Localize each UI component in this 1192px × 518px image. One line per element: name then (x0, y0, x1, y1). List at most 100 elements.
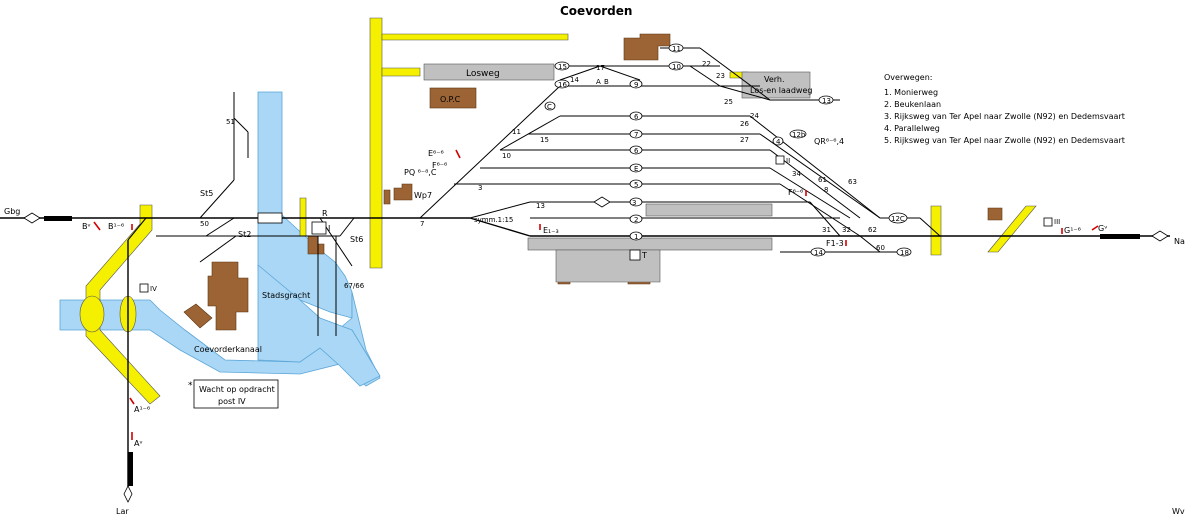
switch-23: 23 (716, 72, 725, 80)
post-st6: St6 (350, 235, 363, 244)
legend-item-3: 3. Rijksweg van Ter Apel naar Zwolle (N9… (884, 112, 1125, 121)
track-12b-label: 12b (792, 131, 806, 139)
verh-label-1: Verh. (764, 75, 785, 84)
crossing-markers (23, 196, 1169, 503)
track-13-label: 13 (822, 97, 831, 105)
signal-g-main: G¹⁻⁶ (1064, 226, 1081, 235)
canal-bridge (257, 212, 283, 224)
signal-f-low: F1-3 (826, 239, 844, 248)
level-crossings-legend: Overwegen: 1. Monierweg 2. Beukenlaan 3.… (884, 73, 1125, 145)
signal-g-far: Gᵛ (1098, 224, 1108, 233)
canal-water (59, 91, 381, 387)
post-t-box (629, 249, 641, 261)
switch-61: 61 (818, 176, 827, 184)
switch-22: 22 (702, 60, 711, 68)
post-i-label: I (328, 224, 330, 233)
post-r-label: R (322, 209, 328, 218)
signal-b-top: Bᵛ (82, 222, 91, 231)
switch-50: 50 (200, 220, 209, 228)
switch-51: 51 (226, 118, 235, 126)
switch-63: 63 (848, 178, 857, 186)
track-11-label: 11 (672, 45, 681, 53)
switch-32: 32 (842, 226, 851, 234)
note-box: * Wacht op opdracht post IV (188, 379, 279, 409)
post-iii-box (1043, 217, 1053, 227)
switch-3: 3 (478, 184, 482, 192)
lar-label: Lar (116, 507, 129, 516)
legend-item-4: 4. Parallelweg (884, 124, 940, 133)
verh-label-2: Los-en laadweg (750, 86, 812, 95)
post-iii-label: III (1054, 218, 1060, 226)
switch-17: 17 (596, 64, 605, 72)
track-3-label: 3 (632, 199, 636, 207)
diagram-title: Coevorden (560, 4, 632, 18)
roads (79, 17, 1037, 405)
post-ii-box (775, 155, 785, 165)
signal-e-low: E₁₋₃ (543, 226, 559, 235)
switch-8: 8 (824, 186, 828, 194)
switch-27: 27 (740, 136, 749, 144)
track-15-label: 15 (558, 63, 567, 71)
track-5-label: 5 (634, 181, 638, 189)
signals (44, 149, 1140, 486)
track-6-label: 6 (634, 147, 639, 155)
switch-11: 11 (512, 128, 521, 136)
platforms (423, 63, 811, 283)
track-4-label: 4 (776, 138, 781, 146)
switch-10: 10 (502, 152, 511, 160)
switch-26: 26 (740, 120, 749, 128)
switch-b: B (604, 78, 609, 86)
track-9-label: 9 (634, 81, 638, 89)
track-18-label: 18 (900, 249, 909, 257)
post-wp7: Wp7 (414, 191, 432, 200)
post-t-label: T (641, 251, 647, 260)
switch-15: 15 (540, 136, 549, 144)
signal-f-top: F⁶⁻⁶ (432, 161, 447, 170)
switch-numbers: 51 50 22 17 14 23 25 24 26 27 11 15 10 3… (200, 60, 885, 290)
legend-item-2: 2. Beukenlaan (884, 100, 941, 109)
switch-a: A (596, 78, 601, 86)
track-7-label: 7 (634, 131, 638, 139)
tracks (0, 47, 1170, 500)
legend-heading: Overwegen: (884, 73, 932, 82)
coevorderkanaal-label: Coevorderkanaal (194, 345, 262, 354)
post-iv-label: IV (150, 285, 157, 293)
track-e-label: E (634, 165, 638, 173)
post-st2: St2 (238, 230, 251, 239)
post-iv-box (139, 283, 149, 293)
note-line-2: post IV (218, 397, 246, 406)
switch-14: 14 (570, 76, 579, 84)
track-10-label: 10 (672, 63, 681, 71)
track-8-label: 6 (634, 113, 639, 121)
track-16-label: 16 (558, 81, 567, 89)
signal-b-main: B¹⁻⁶ (108, 222, 124, 231)
switch-13: 13 (536, 202, 545, 210)
legend-item-5: 5. Rijksweg van Ter Apel naar Zwolle (N9… (884, 136, 1125, 145)
signal-a-main: A¹⁻⁶ (134, 405, 150, 414)
post-i-box (311, 221, 327, 235)
losweg-label: Losweg (466, 69, 500, 79)
track-2-label: 2 (634, 216, 638, 224)
symm-label: symm.1:15 (474, 216, 513, 224)
signal-qr: QR⁶⁻⁶,4 (814, 137, 844, 146)
switch-60: 60 (876, 244, 885, 252)
track-14-label: 14 (814, 249, 823, 257)
track-1-label: 1 (634, 233, 638, 241)
na-label: Na (1174, 237, 1185, 246)
gbg-label: Gbg (4, 207, 20, 216)
switch-24: 24 (750, 112, 759, 120)
opc-label: O.P.C (440, 95, 461, 104)
post-st5: St5 (200, 189, 213, 198)
switch-31: 31 (822, 226, 831, 234)
switch-7: 7 (420, 220, 424, 228)
signal-a-far: Aᵛ (134, 439, 143, 448)
track-number-ovals: 15 16 11 10 9 13 C 6 7 6 E 5 3 2 1 12b 4… (544, 43, 912, 257)
switch-25: 25 (724, 98, 733, 106)
signal-f-main: F⁶⁻⁶ (788, 188, 803, 197)
switch-62: 62 (868, 226, 877, 234)
post-ii-label: II (786, 157, 790, 165)
note-star: * (188, 381, 193, 391)
wv-label: Wv (1172, 507, 1185, 516)
stadsgracht-label: Stadsgracht (262, 291, 310, 300)
